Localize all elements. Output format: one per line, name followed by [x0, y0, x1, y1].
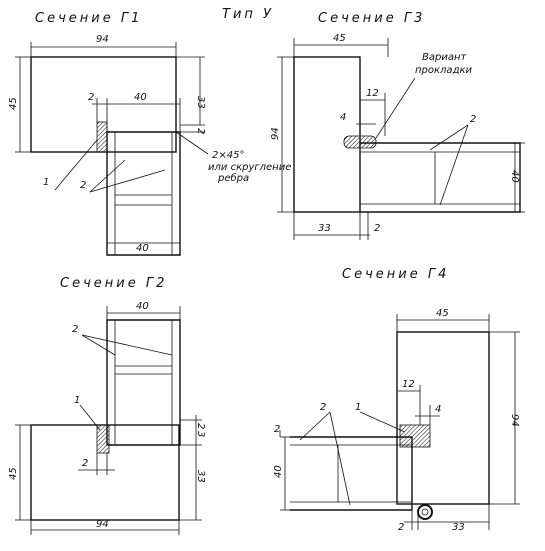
- g2-dim-inner-gap: 2: [82, 458, 88, 469]
- g4-dim-left: 40: [273, 465, 284, 478]
- g3-callout-2: 2: [470, 114, 476, 125]
- section-g1-title: Сечение Г1: [35, 11, 142, 26]
- section-g3-title: Сечение Г3: [318, 11, 425, 26]
- g2-dim-bottom: 94: [96, 519, 109, 530]
- g1-dim-right: 33: [195, 96, 206, 109]
- g3-variant-1: Вариант: [422, 52, 468, 63]
- g4-dim-bottom: 33: [452, 522, 465, 533]
- g1-gasket: [96, 121, 108, 153]
- g2-dim-right: 3: [195, 431, 206, 437]
- g3-dim-right: 40: [509, 170, 520, 183]
- section-g4-title: Сечение Г4: [342, 267, 449, 282]
- g1-callout-1: 1: [43, 177, 49, 188]
- g1-dim-top: 94: [96, 34, 109, 45]
- g1-note-2: или скругление: [208, 162, 291, 173]
- g2-dim-top: 40: [136, 301, 149, 312]
- g3-frame-profile: [293, 56, 361, 213]
- section-g2: Сечение Г2 40 2 3 33 45 2 94: [8, 276, 206, 535]
- g3-dim-lip: 12: [366, 88, 379, 99]
- g4-dim-top: 45: [436, 308, 449, 319]
- g4-dim-left-gap: 2: [274, 424, 280, 435]
- g3-dim-top: 45: [333, 33, 346, 44]
- section-g4: Сечение Г4 45 94 12 4 2 40: [273, 267, 520, 533]
- g3-dim-bottom: 33: [318, 223, 331, 234]
- g2-dim-side: 33: [195, 470, 206, 483]
- g2-dim-left: 45: [8, 467, 19, 480]
- g3-dim-gap: 2: [374, 223, 380, 234]
- section-g1: Сечение Г1 94 45 33 2 2 40 40: [8, 11, 291, 256]
- g4-gasket: [399, 424, 431, 448]
- g1-dim-lip: 2: [88, 92, 94, 103]
- g4-seal-circle: [417, 504, 433, 520]
- g2-sash-profile: [106, 319, 181, 446]
- g1-dim-bottom: 40: [136, 243, 149, 254]
- g1-dim-left: 45: [8, 97, 19, 110]
- g4-dim-small: 4: [435, 404, 441, 415]
- g1-note-1: 2×45°: [212, 150, 244, 161]
- g4-callout-1: 1: [355, 402, 361, 413]
- g2-callout-1: 1: [74, 395, 80, 406]
- g4-dim-right: 94: [509, 414, 520, 427]
- g4-dim-bottom-gap: 2: [398, 522, 404, 533]
- g4-callout-2: 2: [320, 402, 326, 413]
- type-label: Тип У: [222, 7, 274, 22]
- g4-frame-profile: [396, 331, 490, 505]
- g3-dim-left: 94: [270, 127, 281, 140]
- g1-note-3: ребра: [217, 172, 249, 184]
- g3-dim-small: 4: [340, 112, 346, 123]
- g1-dim-inner: 40: [134, 92, 147, 103]
- g1-sash-profile: [106, 131, 181, 256]
- g1-dim-right-gap: 2: [195, 128, 206, 134]
- g3-variant-2: прокладки: [415, 65, 473, 76]
- g3-gasket: [343, 135, 377, 149]
- g3-sash-profile: [360, 142, 521, 213]
- g2-callout-2: 2: [72, 324, 78, 335]
- g4-sash-profile: [290, 436, 413, 511]
- section-g2-title: Сечение Г2: [60, 276, 167, 291]
- g4-dim-lip: 12: [402, 379, 415, 390]
- g2-gasket: [96, 424, 110, 454]
- section-g3: Сечение Г3 45 94 12 4 40 33 2 В: [270, 11, 525, 240]
- g1-callout-2: 2: [80, 180, 86, 191]
- g2-dim-right-gap: 2: [195, 423, 206, 429]
